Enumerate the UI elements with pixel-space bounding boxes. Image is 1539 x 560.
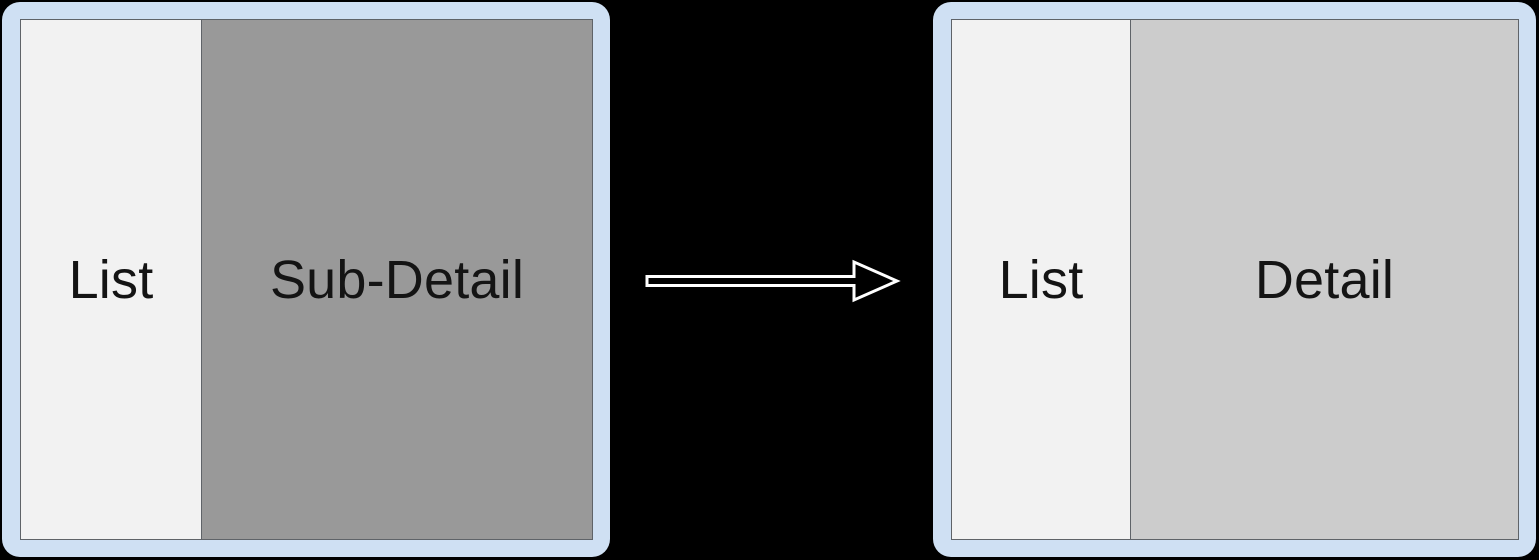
pane-list-before-label: List	[68, 249, 154, 310]
device-frame-before: List Sub-Detail	[2, 2, 610, 557]
pane-detail[interactable]: Detail	[1130, 20, 1518, 539]
screen-after: List Detail	[951, 19, 1519, 540]
pane-detail-label: Detail	[1254, 249, 1395, 310]
pane-list-after[interactable]: List	[952, 20, 1130, 539]
pane-sub-detail[interactable]: Sub-Detail	[201, 20, 592, 539]
transition-arrow	[645, 258, 903, 304]
device-frame-after: List Detail	[933, 2, 1536, 557]
screen-before: List Sub-Detail	[20, 19, 593, 540]
pane-sub-detail-label: Sub-Detail	[269, 249, 525, 310]
pane-list-after-label: List	[998, 249, 1084, 310]
pane-list-before[interactable]: List	[21, 20, 201, 539]
right-arrow-icon	[645, 259, 901, 303]
